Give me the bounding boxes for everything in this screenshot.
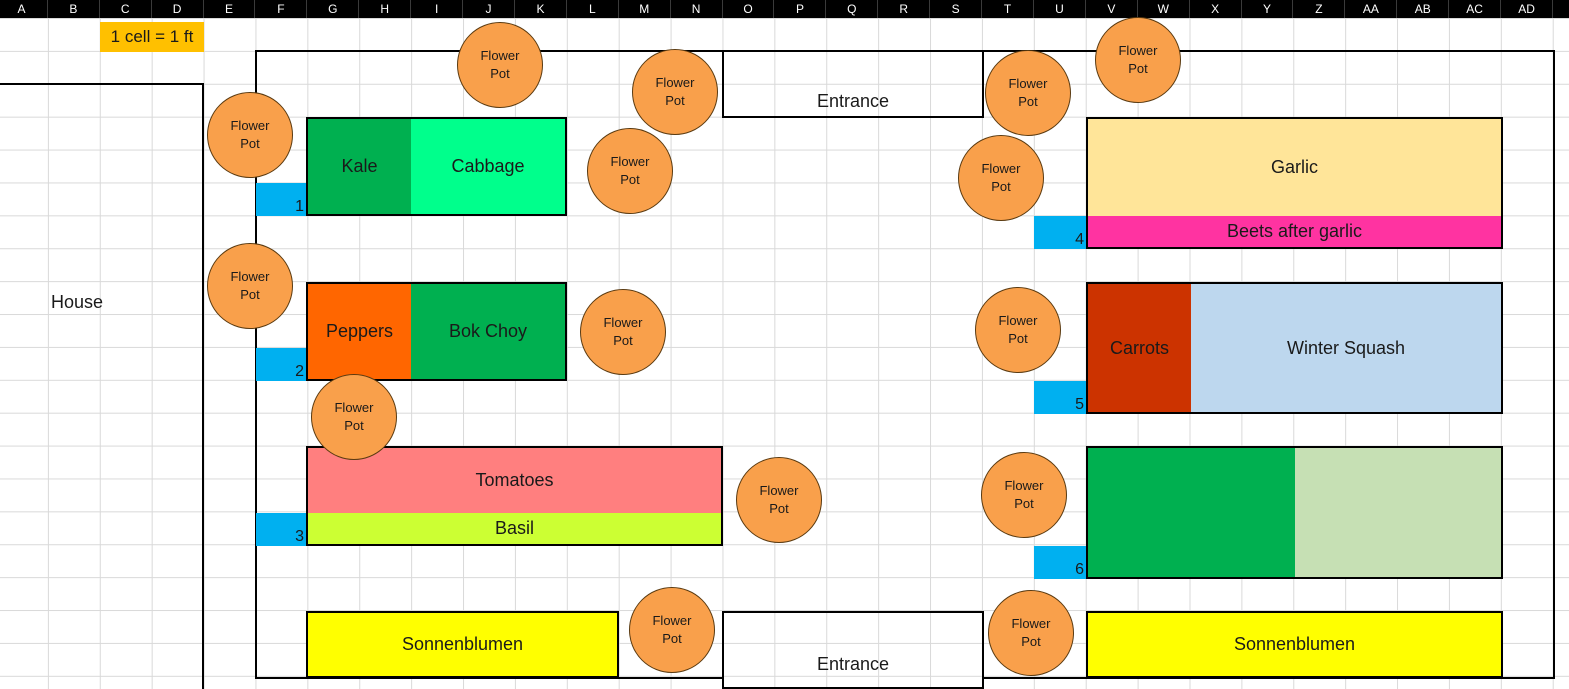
column-header[interactable]: V [1086, 0, 1138, 18]
bed-number-4: 4 [1034, 216, 1086, 249]
column-header[interactable]: AD [1501, 0, 1553, 18]
bed-sunflowers-right: Sonnenblumen [1086, 611, 1503, 678]
column-header[interactable]: AB [1397, 0, 1450, 18]
column-header[interactable]: P [775, 0, 827, 18]
column-header[interactable]: S [930, 0, 983, 18]
bed-garlic: Garlic [1086, 117, 1503, 216]
column-header[interactable]: R [878, 0, 931, 18]
column-header[interactable]: U [1034, 0, 1086, 18]
bed-carrots: Carrots [1086, 282, 1191, 414]
flower-pot: Flower Pot [1095, 17, 1181, 103]
flower-pot: Flower Pot [587, 128, 673, 214]
bed-cabbage: Cabbage [411, 117, 567, 216]
garden-border-bottom-right [982, 677, 1555, 679]
column-header[interactable]: T [982, 0, 1034, 18]
bed-kale: Kale [306, 117, 411, 216]
column-header[interactable]: B [48, 0, 100, 18]
flower-pot: Flower Pot [958, 135, 1044, 221]
bed-peppers: Peppers [306, 282, 411, 381]
house-label: House [51, 292, 104, 312]
bed-winter-squash: Winter Squash [1191, 282, 1503, 414]
column-header[interactable]: M [619, 0, 671, 18]
column-header[interactable]: AA [1345, 0, 1398, 18]
entrance-bottom: Entrance [722, 611, 984, 689]
flower-pot: Flower Pot [207, 243, 293, 329]
column-header[interactable]: I [411, 0, 464, 18]
column-header[interactable]: O [723, 0, 775, 18]
house-wall-top [0, 83, 204, 85]
flower-pot: Flower Pot [580, 289, 666, 375]
column-header[interactable]: J [463, 0, 515, 18]
scale-note: 1 cell = 1 ft [100, 22, 204, 52]
column-header[interactable]: AC [1449, 0, 1502, 18]
flower-pot: Flower Pot [457, 22, 543, 108]
flower-pot: Flower Pot [736, 457, 822, 543]
column-header[interactable]: X [1190, 0, 1242, 18]
entrance-top: Entrance [722, 50, 984, 118]
bed-number-2: 2 [256, 348, 306, 381]
column-header[interactable]: Y [1242, 0, 1294, 18]
column-header[interactable]: L [567, 0, 619, 18]
column-header[interactable]: K [515, 0, 567, 18]
flower-pot: Flower Pot [985, 50, 1071, 136]
bed-basil: Basil [306, 513, 723, 546]
bed-beets: Beets after garlic [1086, 216, 1503, 249]
column-header[interactable]: D [152, 0, 204, 18]
flower-pot: Flower Pot [975, 287, 1061, 373]
column-header[interactable]: E [204, 0, 256, 18]
bed-number-5: 5 [1034, 381, 1086, 414]
garden-border-bottom-left [255, 677, 723, 679]
entrance-bottom-label: Entrance [816, 654, 890, 674]
column-header[interactable]: N [671, 0, 723, 18]
garden-border-right [1553, 50, 1555, 679]
bed-6-left [1086, 446, 1295, 579]
column-header[interactable]: W [1138, 0, 1190, 18]
garden-border-top-right [982, 50, 1555, 52]
flower-pot: Flower Pot [207, 92, 293, 178]
column-header[interactable]: C [100, 0, 152, 18]
bed-sunflowers-left: Sonnenblumen [306, 611, 619, 678]
column-header[interactable]: Z [1294, 0, 1346, 18]
flower-pot: Flower Pot [311, 374, 397, 460]
column-header[interactable]: H [359, 0, 412, 18]
flower-pot: Flower Pot [632, 49, 718, 135]
column-header[interactable]: G [307, 0, 360, 18]
entrance-top-label: Entrance [816, 91, 890, 111]
bed-number-3: 3 [256, 513, 306, 546]
column-header[interactable]: Q [826, 0, 879, 18]
bed-6-right [1295, 446, 1503, 579]
flower-pot: Flower Pot [981, 452, 1067, 538]
column-header[interactable]: F [256, 0, 308, 18]
bed-bok-choy: Bok Choy [411, 282, 567, 381]
flower-pot: Flower Pot [629, 587, 715, 673]
flower-pot: Flower Pot [988, 590, 1074, 676]
bed-number-6: 6 [1034, 546, 1086, 579]
house-wall-right [202, 83, 204, 689]
bed-tomatoes: Tomatoes [306, 446, 723, 513]
bed-number-1: 1 [256, 183, 306, 216]
column-header[interactable]: A [0, 0, 48, 18]
